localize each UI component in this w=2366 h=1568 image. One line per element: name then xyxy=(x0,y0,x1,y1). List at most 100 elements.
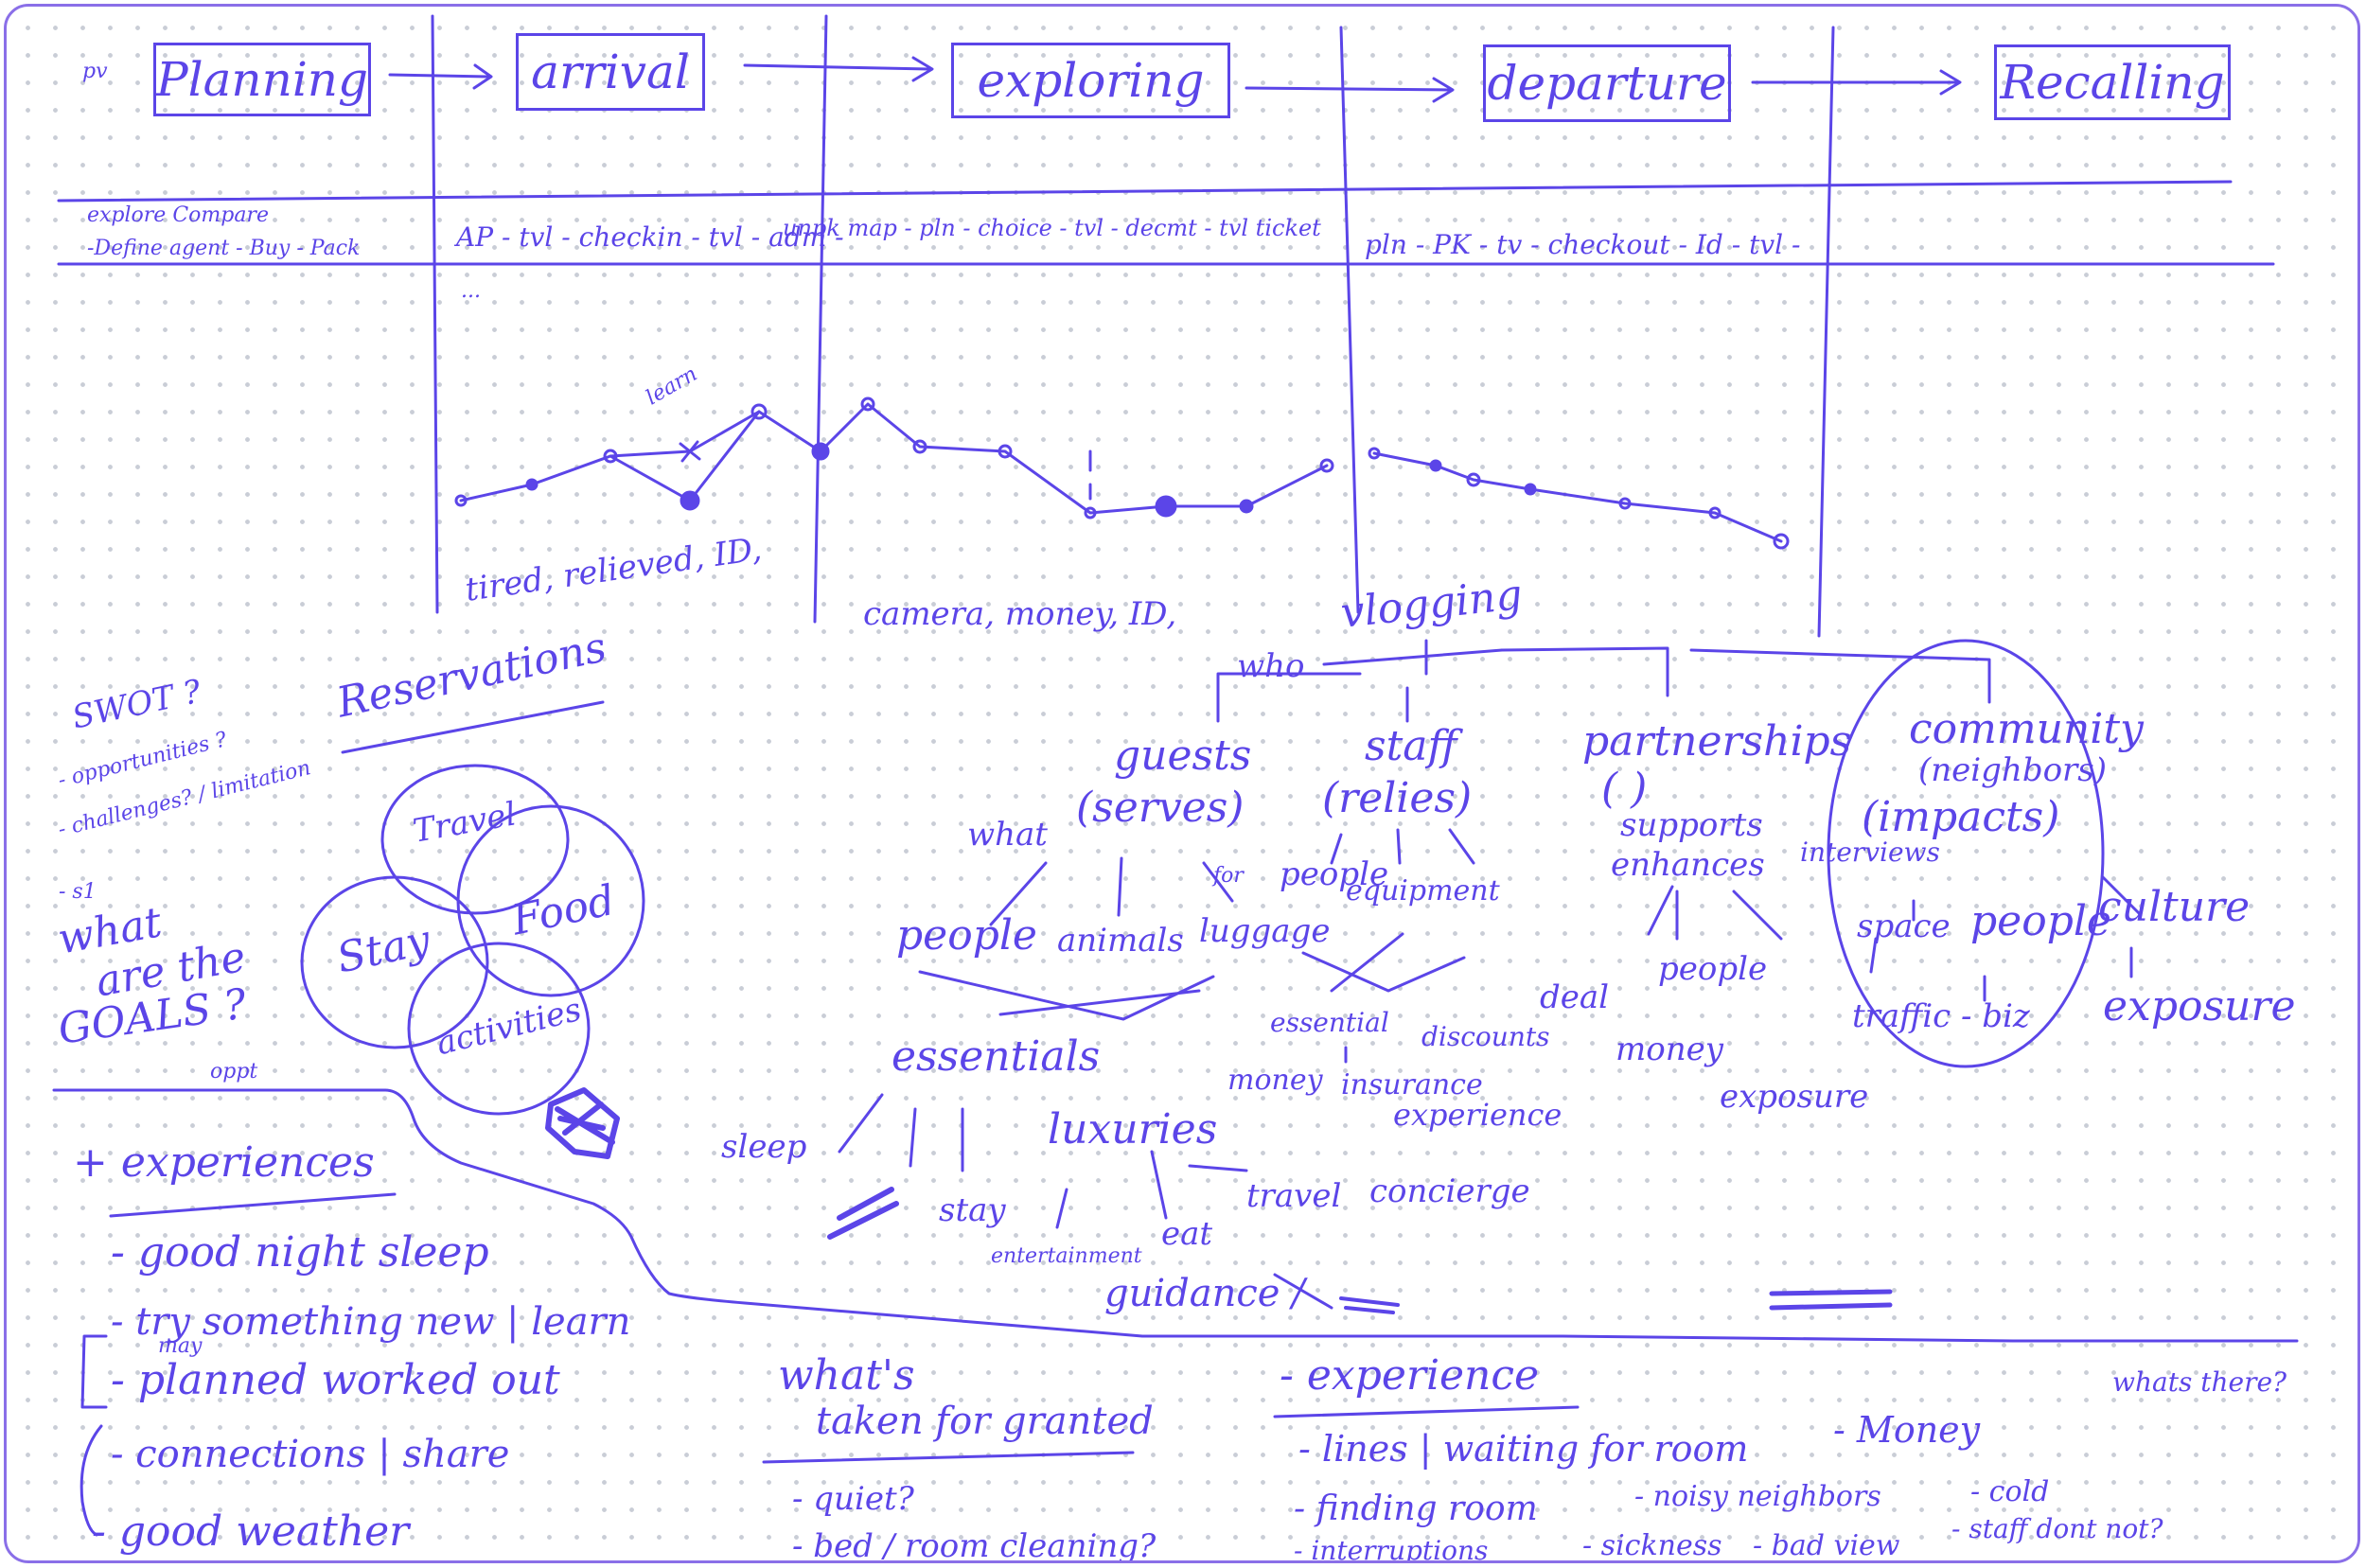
tree-line xyxy=(918,970,1215,1021)
exposure-label: exposure xyxy=(1720,1078,1869,1116)
guest-child: luggage xyxy=(1199,912,1331,950)
staff-outcome: essential xyxy=(1270,1007,1389,1038)
venn-circle xyxy=(300,875,489,1049)
essential-child: stay xyxy=(939,1191,1006,1229)
tree-line xyxy=(1869,875,2143,1002)
guest-child: people xyxy=(896,911,1037,960)
enhances-label: enhances xyxy=(1611,846,1765,884)
arrow-icon xyxy=(388,63,493,90)
staff-outcome: money xyxy=(1227,1064,1323,1097)
staff-outcome: discounts xyxy=(1421,1021,1550,1052)
granted-item: - bed / room cleaning? xyxy=(792,1527,1157,1563)
band-line xyxy=(57,180,2233,203)
staff-outcome: insurance xyxy=(1341,1068,1483,1101)
emotion-curve xyxy=(459,402,1329,515)
action-exploring: unpk map - pln - choice - tvl - decmt - … xyxy=(783,215,1321,241)
impacts-label: (impacts) xyxy=(1862,793,2060,841)
granted-item: - quiet? xyxy=(792,1480,914,1518)
stage-exploring: exploring xyxy=(951,43,1230,118)
oppt-label: oppt xyxy=(210,1060,258,1084)
venn-circle xyxy=(380,764,570,915)
arrow-icon xyxy=(1751,69,1962,96)
partnerships-sub: ( ) xyxy=(1601,765,1648,813)
essential-child: sleep xyxy=(721,1128,807,1166)
staff-child: people xyxy=(1280,855,1389,893)
divider-line xyxy=(1817,26,1835,638)
experience-neg-item: - finding room xyxy=(1294,1489,1538,1528)
experiences-underline xyxy=(109,1192,397,1218)
who-label: who xyxy=(1237,647,1305,685)
section-boundary xyxy=(52,1088,2299,1343)
granted-title: taken for granted xyxy=(816,1400,1154,1443)
tree-line xyxy=(1273,1273,1333,1310)
scribble xyxy=(1769,1289,1893,1311)
arrow-icon xyxy=(743,56,934,82)
stage-label: Recalling xyxy=(2000,55,2225,110)
experience-neg-item: - staff dont not? xyxy=(1951,1513,2163,1544)
exposure-community: exposure xyxy=(2103,982,2296,1031)
action-planning-top: explore Compare xyxy=(87,203,269,227)
what-label: what xyxy=(967,816,1048,854)
scribble xyxy=(1322,639,1504,676)
experience-item: - good night sleep xyxy=(111,1228,489,1277)
staff-label: staff xyxy=(1365,722,1457,770)
supports-label: supports xyxy=(1620,806,1763,844)
experience-underline xyxy=(1273,1405,1580,1418)
community-child: people xyxy=(1970,897,2111,945)
partner-child: deal xyxy=(1540,978,1610,1016)
guest-child: animals xyxy=(1057,922,1184,960)
granted-title: what's xyxy=(778,1351,915,1400)
title-underline xyxy=(341,700,605,754)
margin-mark: pv xyxy=(82,60,108,83)
emotion-curve xyxy=(609,410,761,458)
curve-point xyxy=(454,396,1790,550)
stage-arrival: arrival xyxy=(516,33,705,111)
divider-line xyxy=(1339,26,1360,614)
venn-circle xyxy=(407,942,591,1116)
experience-neg-title: - experience xyxy=(1280,1351,1540,1400)
tree-line xyxy=(1330,828,1475,865)
tree-line xyxy=(1055,1150,1248,1229)
community-circle xyxy=(1827,639,2105,1068)
stage-departure: departure xyxy=(1483,44,1731,122)
community-label: community xyxy=(1909,705,2144,753)
note-exploring: camera, money, ID, xyxy=(863,595,1177,633)
serves-label: (serves) xyxy=(1076,784,1245,832)
stage-recalling: Recalling xyxy=(1994,44,2231,120)
experience-neg-item: - lines | waiting for room xyxy=(1298,1428,1749,1470)
experience-note: may xyxy=(158,1334,203,1358)
scribble xyxy=(827,1187,899,1240)
staff-outcome: experience xyxy=(1393,1097,1563,1133)
guests-label: guests xyxy=(1114,731,1252,780)
luxury-child: entertainment xyxy=(991,1244,1142,1268)
whats-there-label: whats there? xyxy=(2112,1366,2287,1398)
ellipsis: ... xyxy=(461,279,481,303)
divider-line xyxy=(813,14,828,624)
action-arrival: AP - tvl - checkin - tvl - adm - xyxy=(456,221,844,253)
stage-label: departure xyxy=(1487,56,1727,111)
swot-item: - s1 xyxy=(59,880,97,904)
action-planning: -Define agent - Buy - Pack xyxy=(87,237,361,260)
luxuries-label: luxuries xyxy=(1048,1105,1218,1154)
sketch-page: Planning arrival exploring departure Rec… xyxy=(4,4,2360,1563)
tree-line xyxy=(989,856,1234,926)
experience-neg-item: - sickness xyxy=(1582,1529,1722,1562)
bracket xyxy=(80,1334,108,1409)
tree-line xyxy=(1689,648,1991,704)
granted-underline xyxy=(762,1451,1135,1464)
stage-label: arrival xyxy=(531,44,690,99)
scribble xyxy=(545,1087,620,1159)
traffic-label: traffic - biz xyxy=(1852,997,2030,1035)
bracket xyxy=(79,1424,103,1537)
scribble xyxy=(1339,1296,1400,1314)
for-label: for xyxy=(1213,864,1244,888)
experience-item: - good weather xyxy=(92,1507,410,1556)
partner-child: people xyxy=(1658,950,1768,988)
experience-neg-item: - cold xyxy=(1970,1475,2050,1508)
tree-line xyxy=(838,1093,964,1172)
luxury-child: travel xyxy=(1246,1177,1342,1215)
experiences-title: + experiences xyxy=(73,1138,375,1187)
experience-item: - connections | share xyxy=(111,1433,510,1476)
action-departure: pln - PK - tv - checkout - Id - tvl - xyxy=(1365,229,1801,260)
sketch-ink-layer xyxy=(52,14,2299,1537)
